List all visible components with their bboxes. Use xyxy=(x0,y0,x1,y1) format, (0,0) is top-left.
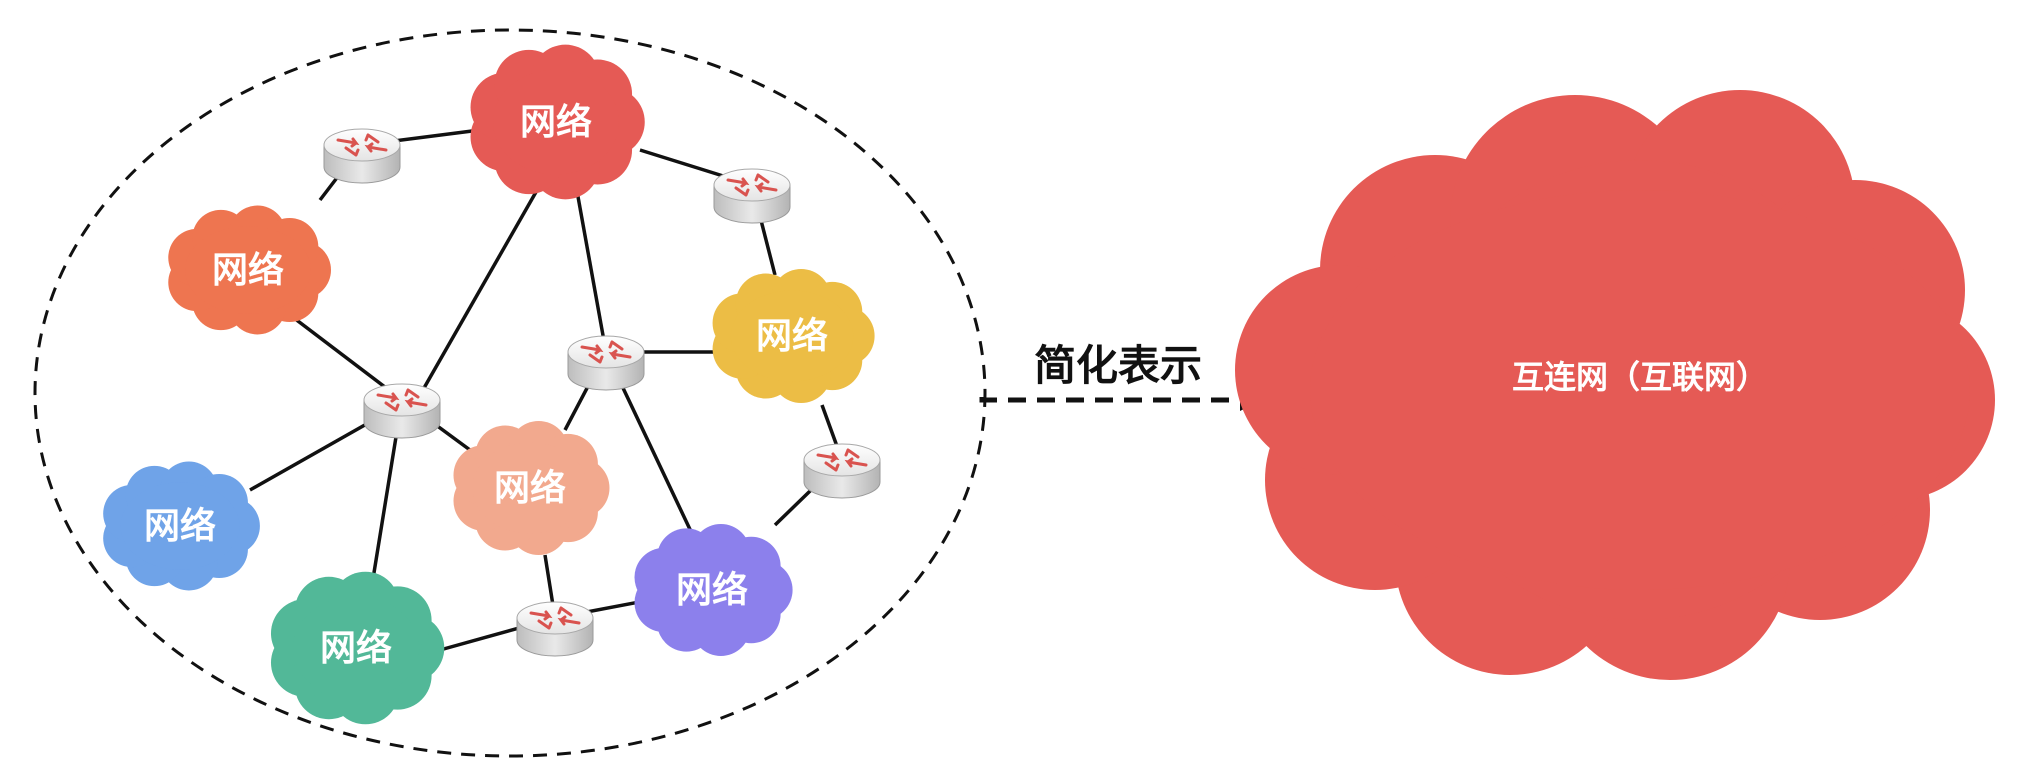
network-cloud-top: 网络 xyxy=(470,44,645,200)
network-label: 网络 xyxy=(520,101,592,143)
router-icon xyxy=(803,443,881,499)
link-line xyxy=(573,179,608,353)
network-label: 网络 xyxy=(212,249,284,291)
network-cloud-center: 网络 xyxy=(453,420,610,556)
network-label: 网络 xyxy=(676,569,748,611)
arrow-label: 简化表示 xyxy=(1034,341,1202,390)
router-icon xyxy=(363,383,441,439)
network-cloud-right: 网络 xyxy=(712,268,875,404)
simplify-arrow xyxy=(979,389,1262,411)
router-icon xyxy=(516,601,594,657)
network-label: 网络 xyxy=(756,315,828,357)
network-label: 网络 xyxy=(320,627,392,669)
network-cloud-bottom-green: 网络 xyxy=(270,571,445,725)
network-label: 网络 xyxy=(494,467,566,509)
router-icon xyxy=(323,128,401,184)
network-cloud-bottom-purple: 网络 xyxy=(634,524,793,656)
internet-label: 互连网（互联网） xyxy=(1512,358,1768,396)
network-cloud-left: 网络 xyxy=(168,205,331,335)
router-icon xyxy=(567,335,645,391)
internet-cloud: 互连网（互联网） xyxy=(1235,90,1995,680)
routers xyxy=(323,128,881,657)
network-label: 网络 xyxy=(144,505,216,547)
link-line xyxy=(418,184,542,396)
network-boundary xyxy=(33,28,987,758)
router-icon xyxy=(713,168,791,224)
network-cloud-bottom-left: 网络 xyxy=(103,461,260,591)
